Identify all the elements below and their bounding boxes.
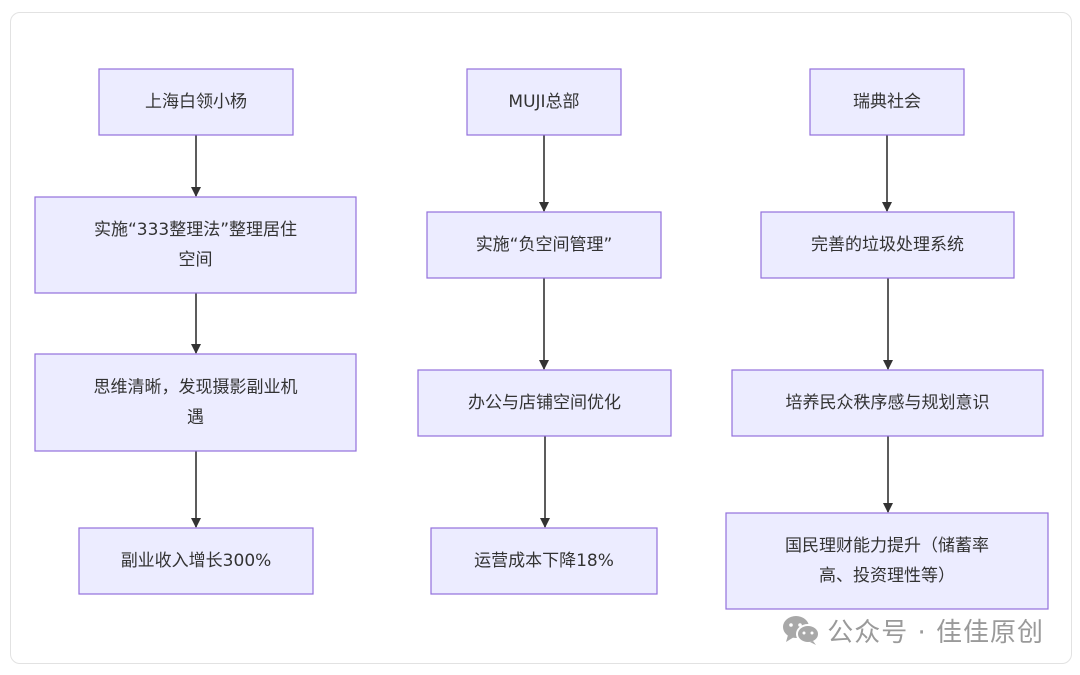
node-box [426,211,662,279]
node-label: 空间 [179,250,213,270]
node-box [34,196,357,294]
node-label: 实施“负空间管理” [476,235,613,255]
node-b1: MUJI总部 [466,68,622,136]
node-label: 培养民众秩序感与规划意识 [786,393,990,413]
node-label: 思维清晰，发现摄影副业机 [94,378,298,398]
node-label: 办公与店铺空间优化 [468,393,621,413]
node-label: 运营成本下降18% [474,551,614,571]
node-box [34,353,357,452]
node-c1: 瑞典社会 [809,68,965,136]
node-label: MUJI总部 [508,92,579,112]
node-label: 上海白领小杨 [145,92,247,112]
node-label: 副业收入增长300% [121,551,272,571]
node-b2: 实施“负空间管理” [426,211,662,279]
watermark-text: 公众号 · 佳佳原创 [827,617,1044,648]
node-b3: 办公与店铺空间优化 [417,369,672,437]
node-label: 完善的垃圾处理系统 [811,235,964,255]
watermark: 公众号 · 佳佳原创 [781,612,1044,648]
node-b4: 运营成本下降18% [430,527,658,595]
node-label: 国民理财能力提升（储蓄率 [785,536,989,556]
node-box [430,527,658,595]
node-c2: 完善的垃圾处理系统 [760,211,1015,279]
node-box [731,369,1044,437]
wechat-icon [783,616,821,645]
node-box [466,68,622,136]
node-c3: 培养民众秩序感与规划意识 [731,369,1044,437]
node-box [417,369,672,437]
node-label: 遇 [187,408,204,428]
node-label: 高、投资理性等） [819,566,955,586]
node-box [760,211,1015,279]
node-label: 瑞典社会 [853,92,921,112]
node-box [725,512,1049,610]
node-a1: 上海白领小杨 [98,68,294,136]
node-label: 实施“333整理法”整理居住 [94,220,297,240]
node-box [98,68,294,136]
node-box [809,68,965,136]
node-box [78,527,314,595]
node-a4: 副业收入增长300% [78,527,314,595]
